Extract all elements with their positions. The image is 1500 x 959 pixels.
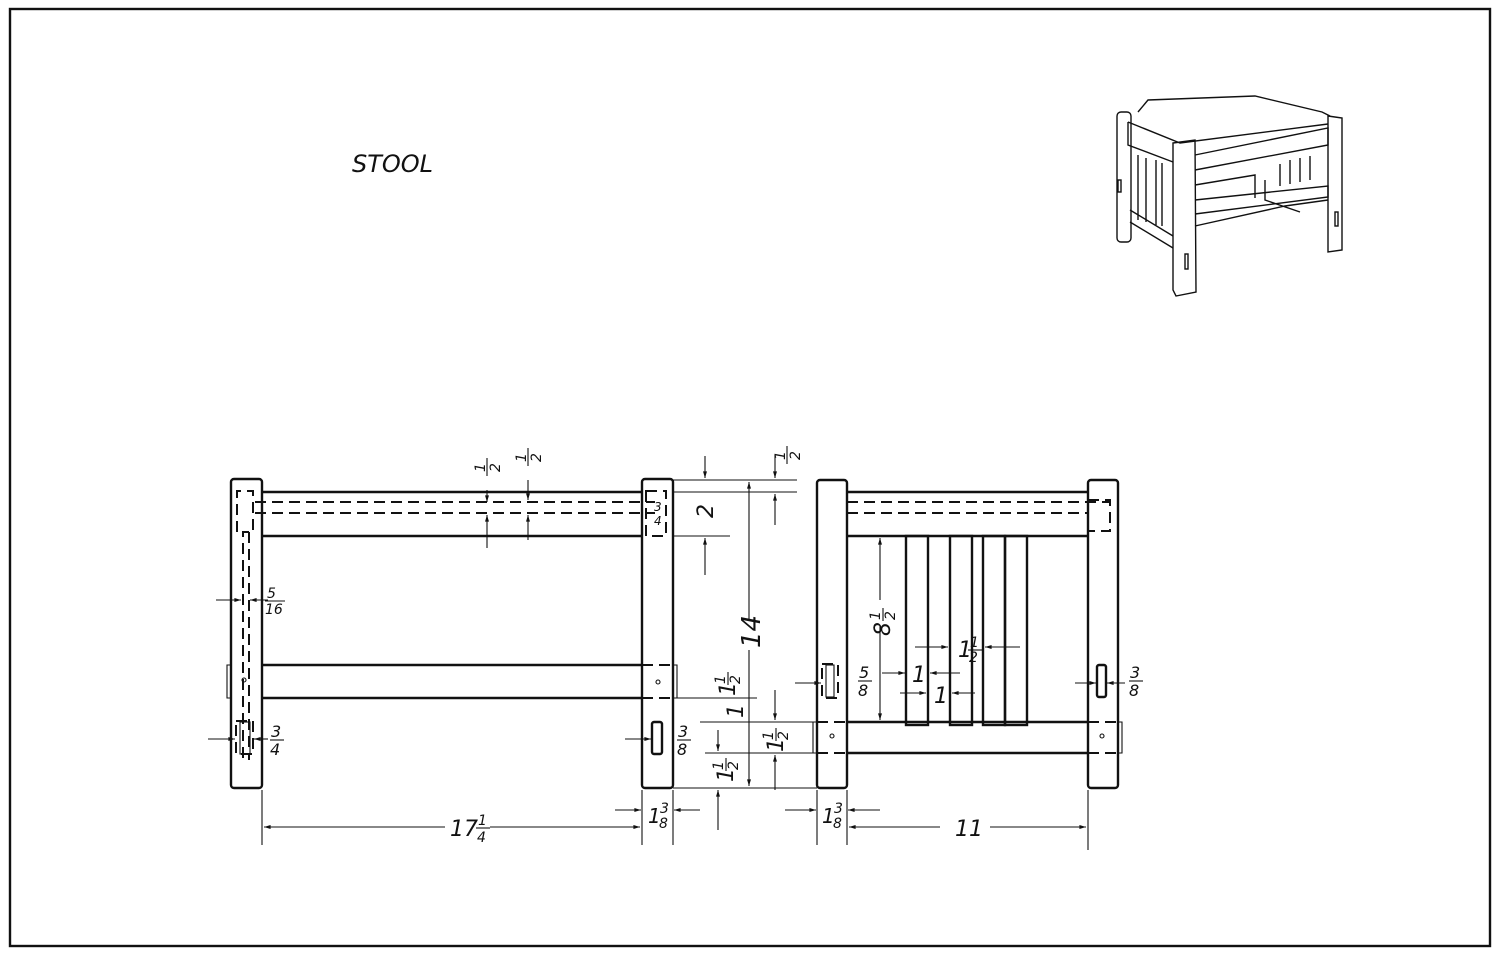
svg-text:2: 2 xyxy=(788,451,804,460)
stool-perspective-illustration xyxy=(1116,95,1343,297)
svg-text:3: 3 xyxy=(1130,663,1140,682)
dim-rail-height: 2 xyxy=(694,504,719,518)
dim-dowel-spacing: 516 xyxy=(265,586,285,618)
svg-text:3: 3 xyxy=(271,722,281,741)
svg-text:1: 1 xyxy=(764,738,789,752)
dim-overall-height: 14 xyxy=(737,615,767,648)
svg-text:2: 2 xyxy=(728,675,744,684)
svg-text:2: 2 xyxy=(883,611,899,620)
svg-text:8: 8 xyxy=(1129,681,1139,700)
svg-text:4: 4 xyxy=(270,740,280,759)
leg xyxy=(229,477,264,790)
side-view-left xyxy=(226,477,678,790)
svg-text:1: 1 xyxy=(473,463,489,472)
svg-text:4: 4 xyxy=(477,830,486,846)
dim-slat-width: 1 xyxy=(912,663,926,688)
svg-text:1: 1 xyxy=(773,451,789,460)
dim-slot-left: 34 xyxy=(270,722,284,759)
svg-text:1: 1 xyxy=(970,635,979,651)
svg-text:1: 1 xyxy=(711,761,727,770)
svg-text:2: 2 xyxy=(726,761,742,770)
svg-text:8: 8 xyxy=(659,816,668,832)
svg-text:1: 1 xyxy=(868,611,884,620)
dim-tenon-thickness: 34 xyxy=(654,500,662,528)
svg-text:1: 1 xyxy=(514,453,530,462)
svg-text:3: 3 xyxy=(834,801,843,817)
svg-text:8: 8 xyxy=(858,681,868,700)
svg-text:4: 4 xyxy=(654,514,662,528)
svg-text:1: 1 xyxy=(761,731,777,740)
svg-text:2: 2 xyxy=(969,650,978,666)
svg-text:17: 17 xyxy=(450,817,478,842)
leg xyxy=(640,477,675,790)
dim-slot-right-b: 38 xyxy=(1129,663,1143,700)
svg-text:2: 2 xyxy=(776,731,792,740)
drawing-border xyxy=(8,7,1492,948)
end-view-right xyxy=(812,478,1123,790)
svg-text:5: 5 xyxy=(859,663,869,682)
svg-text:1: 1 xyxy=(714,768,739,782)
svg-text:8: 8 xyxy=(833,816,842,832)
dim-slat-spacing: 112 xyxy=(958,635,982,666)
svg-text:1: 1 xyxy=(478,813,487,829)
svg-text:5: 5 xyxy=(267,586,276,602)
svg-text:2: 2 xyxy=(488,463,504,472)
dim-width: 11 xyxy=(955,817,983,842)
svg-text:3: 3 xyxy=(654,500,662,514)
dim-slat-gap: 1 xyxy=(934,684,948,709)
dim-gap-one: 1 xyxy=(724,704,749,718)
svg-text:1: 1 xyxy=(716,682,741,696)
slat xyxy=(1003,534,1029,727)
svg-text:1: 1 xyxy=(822,804,835,828)
svg-text:8: 8 xyxy=(871,622,896,636)
svg-text:8: 8 xyxy=(677,740,687,759)
dimension-lines xyxy=(208,455,1125,850)
svg-text:1: 1 xyxy=(958,638,972,663)
slat xyxy=(981,534,1007,727)
svg-text:1: 1 xyxy=(713,675,729,684)
svg-text:3: 3 xyxy=(678,722,688,741)
svg-text:3: 3 xyxy=(660,801,669,817)
svg-text:16: 16 xyxy=(265,602,283,618)
slat xyxy=(904,534,930,727)
drawing-title: STOOL xyxy=(352,150,433,178)
dim-slot-mid: 38 xyxy=(677,722,691,759)
dim-slot-right-a: 58 xyxy=(858,663,872,700)
leg xyxy=(815,478,849,790)
svg-text:1: 1 xyxy=(648,804,661,828)
slat xyxy=(948,534,974,727)
svg-text:2: 2 xyxy=(529,453,545,462)
leg xyxy=(1086,478,1120,790)
